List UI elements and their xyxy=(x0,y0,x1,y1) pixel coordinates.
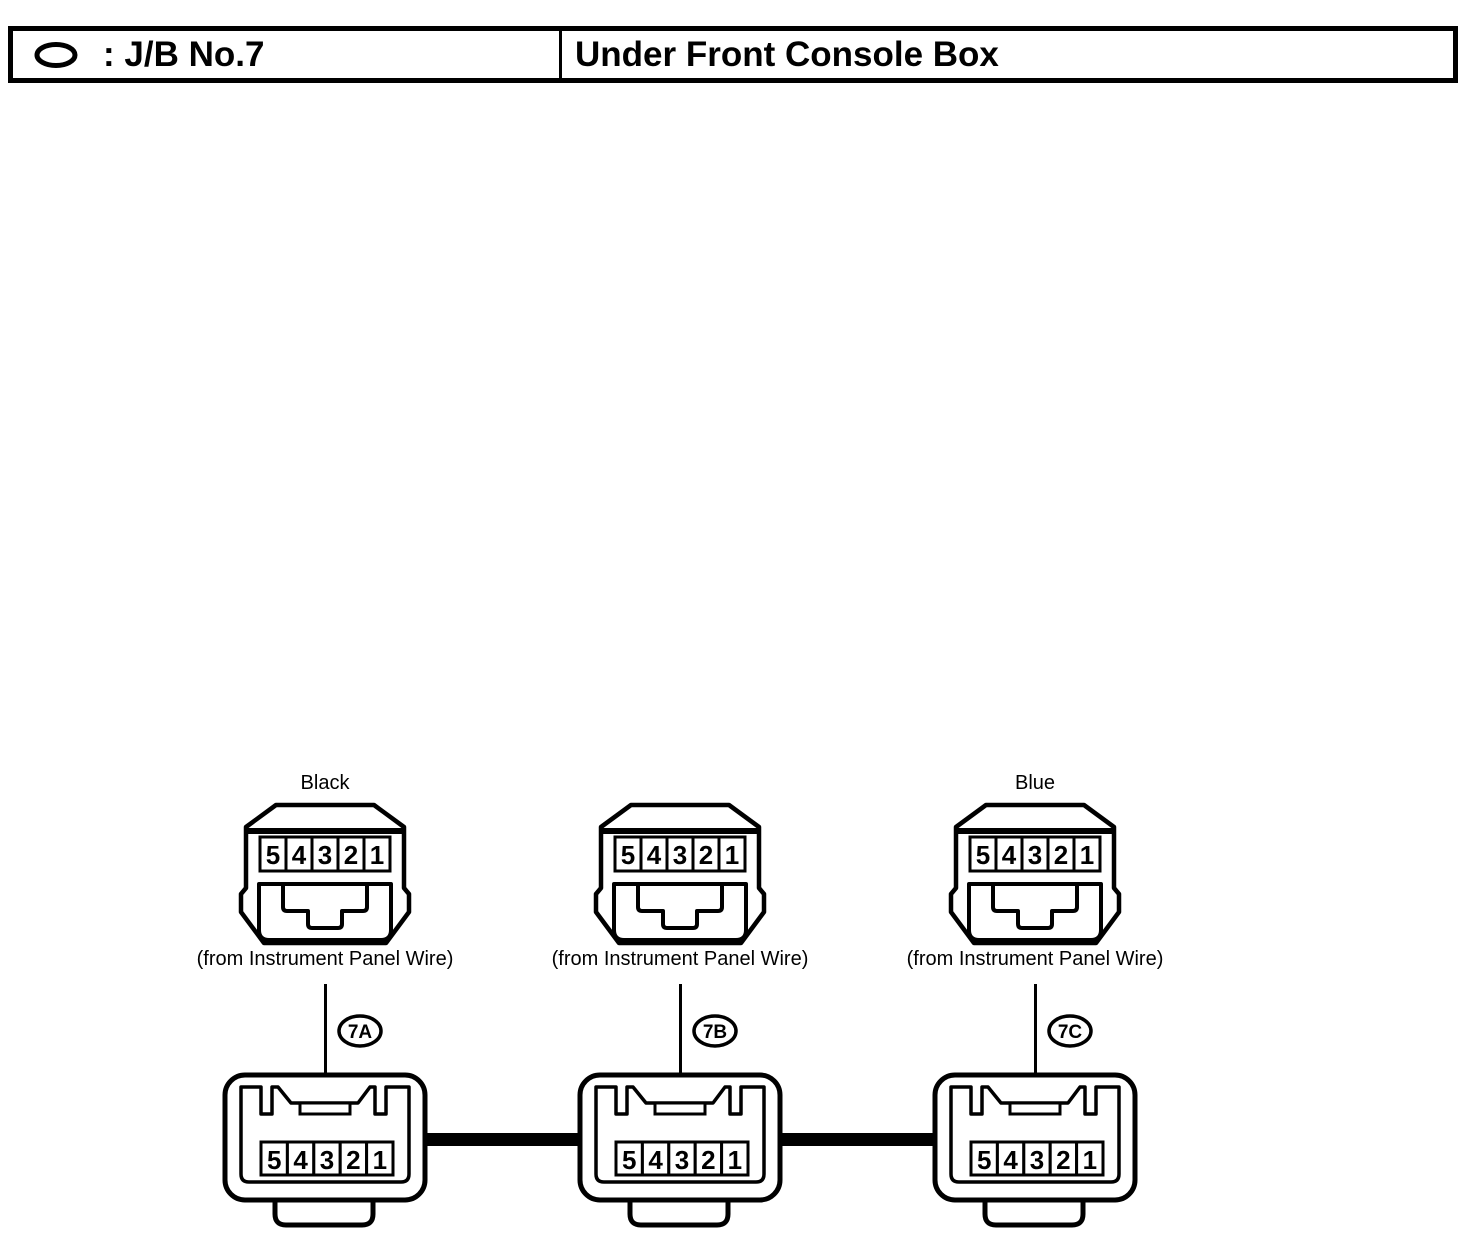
junction-wire-7A-7B xyxy=(424,1133,581,1146)
connector-link-line-7B xyxy=(678,984,682,1076)
pin-number: 3 xyxy=(320,1145,334,1175)
pin-number: 5 xyxy=(622,1145,636,1175)
pin-number: 3 xyxy=(1028,840,1042,870)
pin-cell xyxy=(1022,1140,1052,1177)
pin-number: 1 xyxy=(1083,1145,1097,1175)
pin-number: 5 xyxy=(621,840,635,870)
connector-color-label-7C: Blue xyxy=(1014,772,1056,794)
pin-cell xyxy=(693,1140,724,1177)
pin-cell xyxy=(284,835,314,873)
pin-cell xyxy=(310,835,340,873)
pin-row: 5 4 3 2 1 xyxy=(259,1140,395,1177)
connector-link-line-7A xyxy=(323,984,327,1076)
source-wire-label: (from Instrument Panel Wire) xyxy=(551,948,809,970)
pin-row: 5 4 3 2 1 xyxy=(613,835,747,873)
jb-connector-7B: 5 4 3 2 1 xyxy=(577,1072,783,1228)
pin-number: 1 xyxy=(370,840,384,870)
oval-icon xyxy=(34,41,78,68)
pin-cell xyxy=(691,835,721,873)
pin-number: 4 xyxy=(648,1145,663,1175)
pin-number: 5 xyxy=(266,840,280,870)
pin-number: 4 xyxy=(1002,840,1017,870)
badge-oval-icon xyxy=(337,1014,383,1048)
connector-link-line-7C xyxy=(1033,984,1037,1076)
cavity-key-island xyxy=(991,882,1079,930)
pin-number: 3 xyxy=(1030,1145,1044,1175)
legend-cell: : J/B No.7 xyxy=(13,31,562,78)
connector-id-badge-7A: 7A xyxy=(337,1014,383,1048)
pin-number: 3 xyxy=(673,840,687,870)
pin-number: 2 xyxy=(344,840,358,870)
pin-cell xyxy=(258,835,288,873)
key-bar xyxy=(298,1101,352,1116)
legend-label: : J/B No.7 xyxy=(103,35,265,74)
pin-number: 1 xyxy=(1080,840,1094,870)
top-connector-7C: 5 4 3 2 1 xyxy=(948,802,1122,946)
pin-cell xyxy=(665,835,695,873)
pin-row: 5 4 3 2 1 xyxy=(258,835,392,873)
top-connector-7B: 5 4 3 2 1 xyxy=(593,802,767,946)
pin-number: 5 xyxy=(976,840,990,870)
pin-number: 3 xyxy=(675,1145,689,1175)
pin-number: 1 xyxy=(725,840,739,870)
connector-id: 7B xyxy=(703,1022,727,1043)
pin-row: 5 4 3 2 1 xyxy=(968,835,1102,873)
pin-row: 5 4 3 2 1 xyxy=(614,1140,750,1177)
pin-cell xyxy=(720,1140,750,1177)
pin-number: 4 xyxy=(292,840,307,870)
cavity-key-island xyxy=(281,882,369,930)
badge-oval-icon xyxy=(1047,1014,1093,1048)
socket-inner-outline xyxy=(949,1085,1121,1184)
cavity-opening xyxy=(257,882,393,942)
cavity-opening xyxy=(967,882,1103,942)
pin-cell xyxy=(717,835,747,873)
pin-number: 2 xyxy=(346,1145,360,1175)
legend-header-table: : J/B No.7 Under Front Console Box xyxy=(8,26,1458,83)
pin-number: 2 xyxy=(1056,1145,1070,1175)
cavity-key-island xyxy=(636,882,724,930)
pin-row: 5 4 3 2 1 xyxy=(969,1140,1105,1177)
pin-cell xyxy=(365,1140,395,1177)
pin-number: 2 xyxy=(701,1145,715,1175)
badge-oval-icon xyxy=(692,1014,738,1048)
key-bar xyxy=(653,1101,707,1116)
source-wire-label: (from Instrument Panel Wire) xyxy=(906,948,1164,970)
jb-connector-7A: 5 4 3 2 1 xyxy=(222,1072,428,1228)
key-bar xyxy=(1008,1101,1062,1116)
jb-connector-7C: 5 4 3 2 1 xyxy=(932,1072,1138,1228)
pin-number: 4 xyxy=(1003,1145,1018,1175)
pin-number: 5 xyxy=(977,1145,991,1175)
pin-number: 3 xyxy=(318,840,332,870)
socket-inner-outline xyxy=(239,1085,411,1184)
cavity-opening xyxy=(612,882,748,942)
connector-id-badge-7C: 7C xyxy=(1047,1014,1093,1048)
connector-color-label-7A: Black xyxy=(300,772,350,794)
pin-number: 4 xyxy=(293,1145,308,1175)
pin-number: 1 xyxy=(728,1145,742,1175)
top-connector-7A: 5 4 3 2 1 xyxy=(238,802,412,946)
pin-cell xyxy=(1075,1140,1105,1177)
location-cell: Under Front Console Box xyxy=(562,31,1453,78)
pin-number: 2 xyxy=(1054,840,1068,870)
pin-number: 4 xyxy=(647,840,662,870)
source-wire-label: (from Instrument Panel Wire) xyxy=(196,948,454,970)
pin-number: 1 xyxy=(373,1145,387,1175)
connector-id: 7A xyxy=(348,1022,373,1043)
junction-wire-7B-7C xyxy=(779,1133,936,1146)
pin-cell xyxy=(1072,835,1102,873)
pin-cell xyxy=(362,835,392,873)
connector-id-badge-7B: 7B xyxy=(692,1014,738,1048)
connector-id: 7C xyxy=(1058,1022,1083,1043)
pin-cell xyxy=(639,835,669,873)
pin-number: 5 xyxy=(267,1145,281,1175)
location-label: Under Front Console Box xyxy=(575,35,999,74)
socket-inner-outline xyxy=(594,1085,766,1184)
pin-number: 2 xyxy=(699,840,713,870)
